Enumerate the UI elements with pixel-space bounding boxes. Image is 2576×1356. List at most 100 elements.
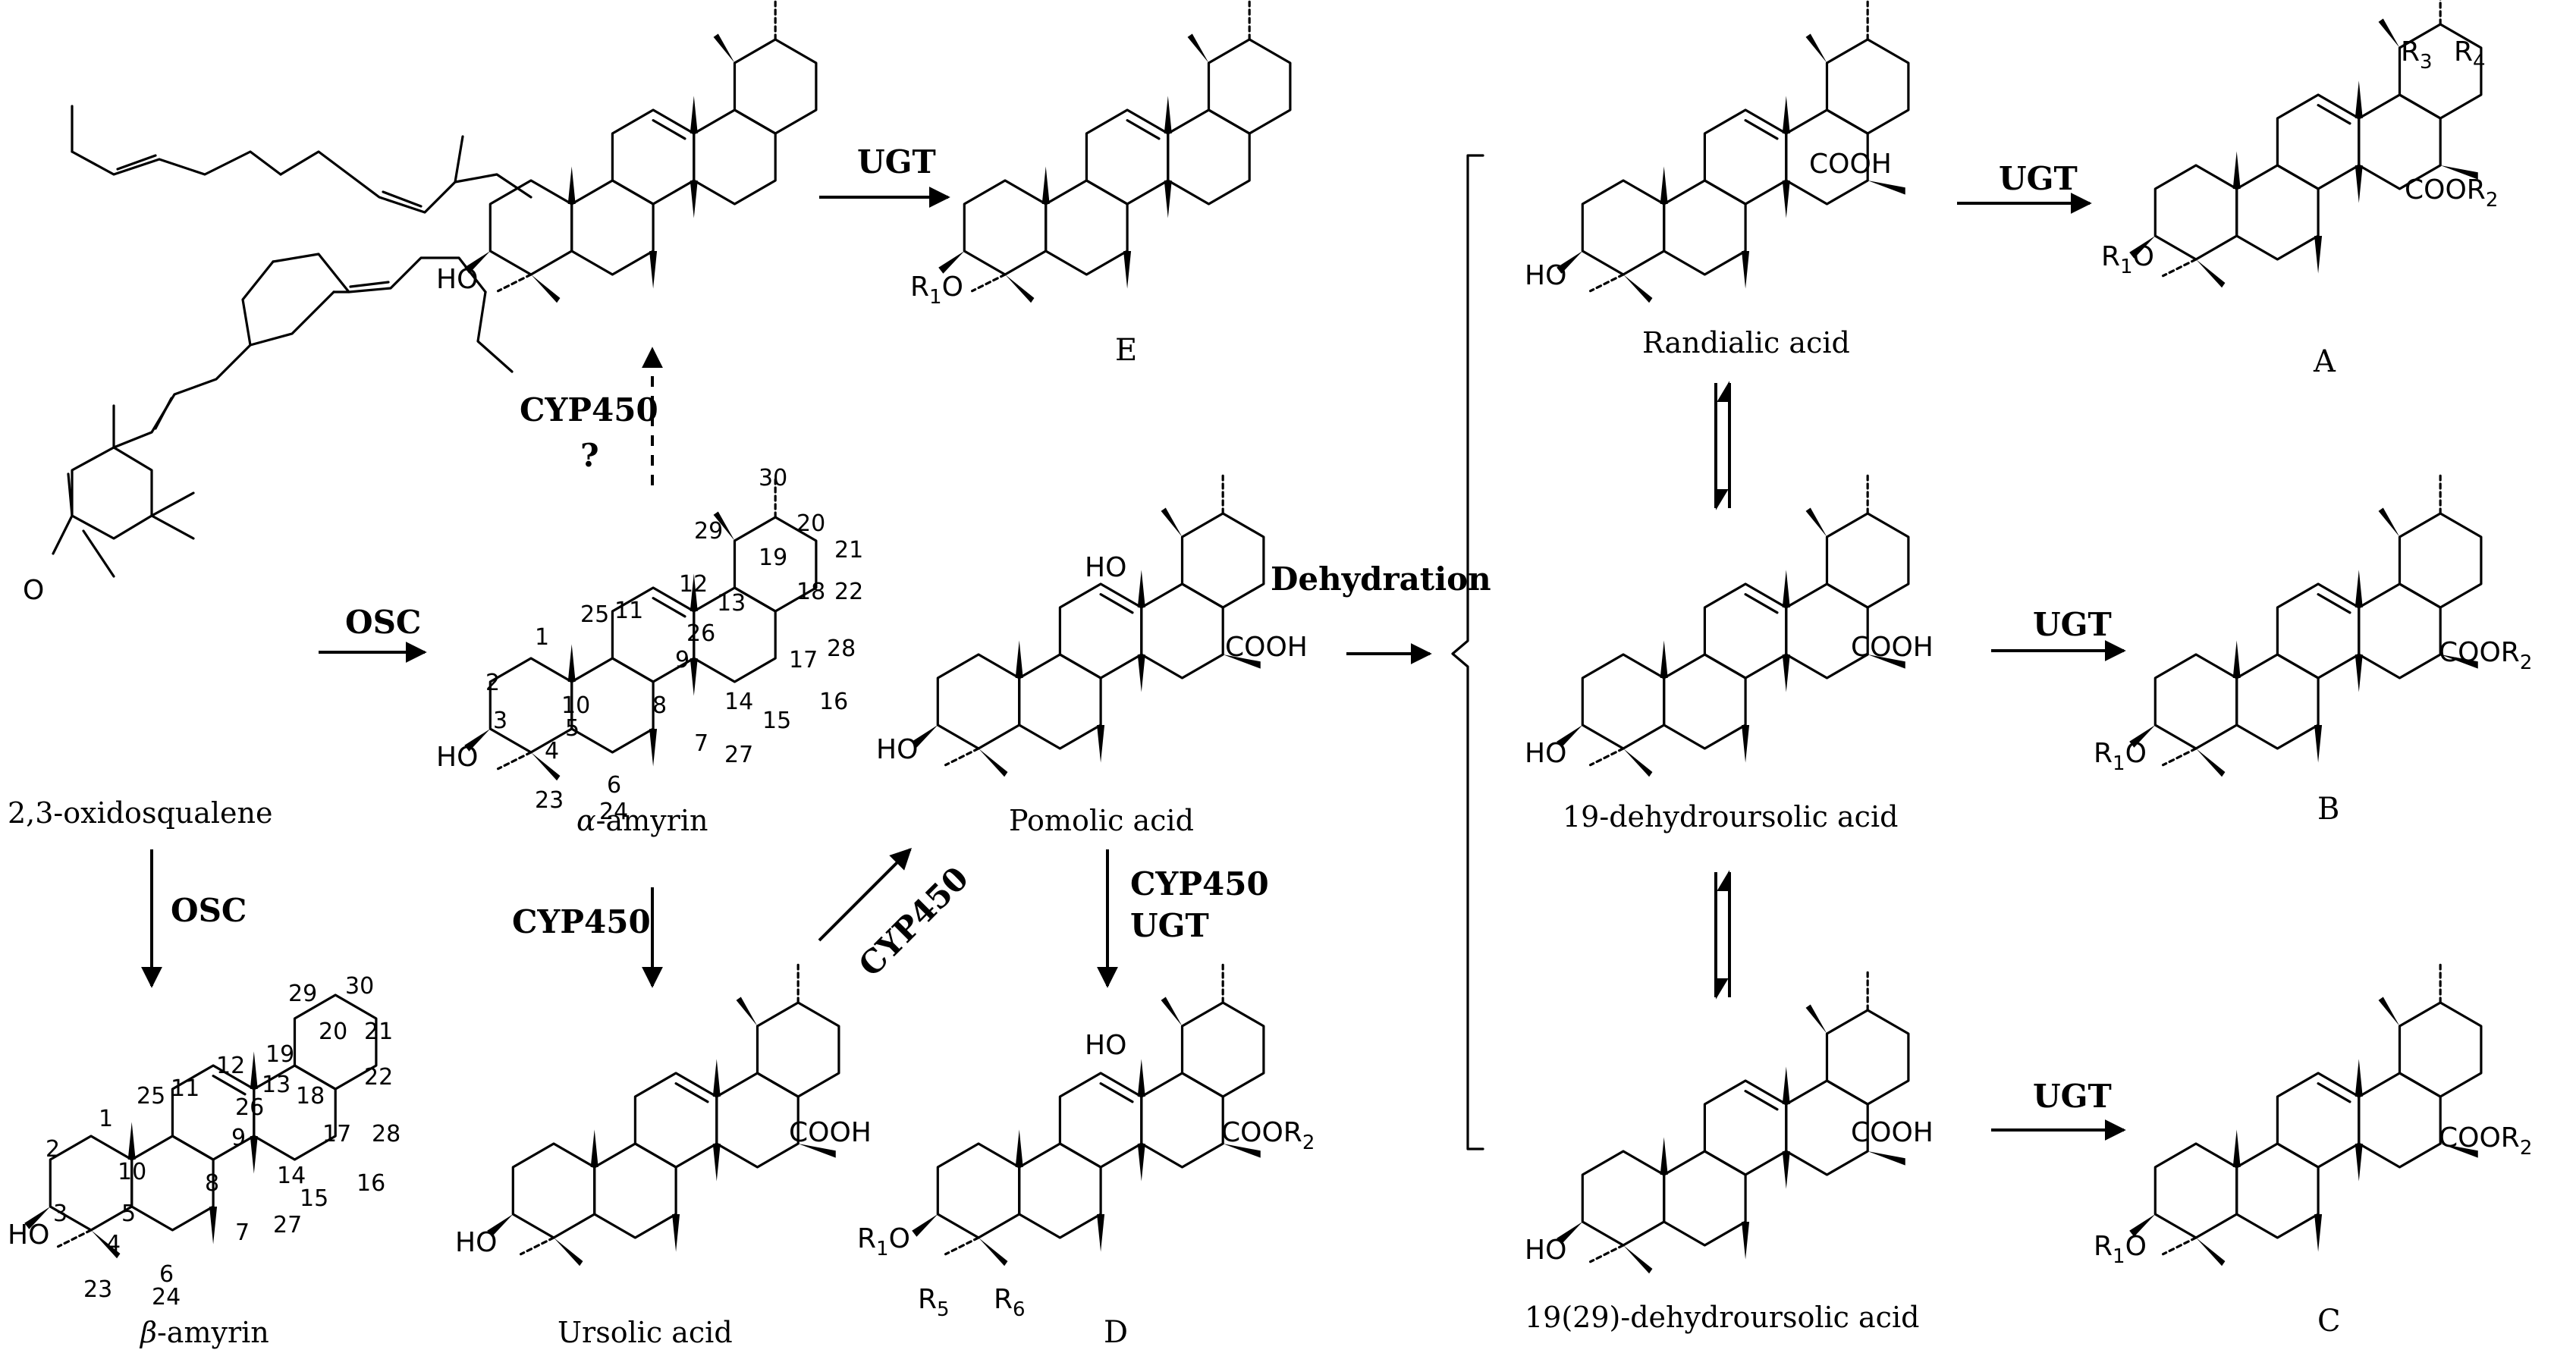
beta-nums-label-19: 19 — [265, 1041, 294, 1068]
compound-label-B: B — [2317, 792, 2339, 827]
dehydro1929-skeleton-oh-wedge — [1557, 1222, 1583, 1245]
pomolic-acid-skeleton-ring-D — [1140, 582, 1224, 680]
compound-D-skeleton-methyl — [1137, 1144, 1145, 1182]
compound-D-skeleton-carboxyl-wedge — [1223, 1144, 1261, 1158]
top-precursor-skeleton-methyl — [567, 166, 576, 204]
enzyme-cyp-d: CYP450 — [1130, 865, 1269, 902]
alpha-nums-label-5: 5 — [565, 715, 580, 742]
beta-nums-label-7: 7 — [235, 1219, 250, 1246]
compound-A-skeleton — [2129, 0, 2483, 288]
beta-amyrin-skeleton-methyl — [250, 1136, 258, 1174]
pomolic-acid-skeleton-ring-E — [1180, 512, 1265, 609]
alpha-amyrin-skeleton-double-bond — [652, 597, 686, 618]
compound-C-skeleton-ring-D — [2358, 1072, 2442, 1169]
alpha-amyrin-skeleton-methyl — [690, 658, 698, 696]
compound-B-skeleton-double-bond — [2317, 593, 2351, 614]
beta-nums-label-26: 26 — [235, 1094, 264, 1121]
compound-C-skeleton-oh-wedge — [2129, 1214, 2156, 1237]
beta-amyrin-skeleton — [24, 993, 378, 1259]
molecular-structures — [24, 0, 2483, 1274]
beta-amyrin-skeleton-methyl — [209, 1207, 218, 1245]
compound-label-C: C — [2317, 1304, 2341, 1339]
randialic-ho: HO — [1525, 260, 1566, 291]
dehydro19-skeleton-ring-D — [1785, 582, 1869, 680]
alpha-nums-label-16: 16 — [819, 689, 848, 715]
compound-E-skeleton-methyl — [1041, 166, 1050, 204]
compound-C-skeleton-carboxyl-wedge — [2440, 1144, 2478, 1158]
ursolic-acid-skeleton-methyl-29 — [736, 997, 758, 1026]
beta-nums-label-20: 20 — [319, 1019, 347, 1045]
alpha-nums-label-4: 4 — [545, 738, 559, 764]
enzyme-ugt-c: UGT — [2033, 1078, 2112, 1115]
compound-label-1929-dehydroursolic-acid: 19(29)-dehydroursolic acid — [1525, 1301, 1919, 1334]
dehydro19-skeleton-oh-wedge — [1557, 725, 1583, 748]
top-precursor-ho: HO — [436, 264, 478, 295]
pomolic-hydroxyl-19: HO — [1085, 552, 1126, 583]
randialic-acid-skeleton — [1557, 0, 1910, 303]
compound-D-skeleton-methyl-23 — [944, 1236, 980, 1256]
compound-E-skeleton — [938, 0, 1292, 303]
beta-nums-label-15: 15 — [300, 1185, 328, 1212]
beta-nums-label-5: 5 — [121, 1201, 136, 1227]
compound-C-skeleton-methyl — [2314, 1214, 2323, 1252]
compound-D-skeleton-double-bond — [1099, 1082, 1134, 1103]
pomolic-acid-skeleton-ring-B — [1018, 653, 1102, 750]
beta-nums-label-16: 16 — [357, 1170, 385, 1197]
compound-B-skeleton-methyl-24 — [2196, 749, 2226, 777]
dehydro19-skeleton-ring-A — [1581, 653, 1666, 750]
top-precursor-skeleton-oh-wedge — [464, 251, 491, 274]
alpha-nums-label-2: 2 — [485, 670, 500, 696]
pomolic-acid-skeleton-carboxyl-wedge — [1223, 654, 1261, 669]
compound-B-skeleton-methyl-29 — [2378, 507, 2400, 537]
compound-A-skeleton-methyl — [2232, 151, 2241, 189]
dehydro19-skeleton-ring-C — [1703, 582, 1788, 680]
alpha-nums-label-25: 25 — [580, 601, 609, 628]
compound-E-skeleton-oh-wedge — [938, 251, 965, 274]
alpha-nums-label-11: 11 — [614, 598, 643, 624]
dehydro1929-skeleton-ring-B — [1663, 1150, 1747, 1247]
d-coor2: COOR2 — [1221, 1117, 1315, 1154]
beta-nums-label-11: 11 — [171, 1075, 199, 1102]
dehydro1929-skeleton-ring-A — [1581, 1150, 1666, 1247]
compound-A-skeleton-ring-C — [2276, 93, 2361, 190]
top-precursor-skeleton-methyl — [690, 96, 698, 133]
ursolic-acid-skeleton-ring-A — [511, 1142, 596, 1239]
pomolic-acid-skeleton-methyl-24 — [979, 749, 1008, 777]
ursolic-acid-skeleton-ring-E — [756, 1001, 840, 1098]
compound-C-skeleton-methyl-23 — [2162, 1236, 2197, 1256]
compound-B-skeleton-ring-A — [2153, 653, 2238, 750]
compound-C-skeleton-methyl-29 — [2378, 997, 2400, 1026]
dehydro1929-skeleton-ring-E — [1825, 1009, 1910, 1106]
compound-label-D: D — [1104, 1315, 1128, 1350]
compound-D-skeleton-methyl — [1015, 1129, 1023, 1167]
alpha-nums-label-20: 20 — [796, 510, 825, 537]
beta-amyrin-skeleton-ring-E — [293, 993, 378, 1091]
randialic-acid-skeleton-methyl — [1782, 180, 1790, 218]
compound-B-skeleton-methyl — [2314, 725, 2323, 763]
alpha-amyrin-skeleton-methyl — [690, 573, 698, 611]
dehydro1929-skeleton-ring-C — [1703, 1079, 1788, 1176]
alpha-nums-label-21: 21 — [834, 537, 863, 563]
randialic-acid-skeleton-double-bond — [1744, 119, 1779, 140]
top-precursor-skeleton-methyl-24 — [531, 275, 561, 303]
beta-amyrin-skeleton-methyl — [127, 1122, 136, 1160]
beta-nums-label-8: 8 — [205, 1170, 219, 1197]
compound-label-pomolic-acid: Pomolic acid — [1009, 804, 1194, 837]
beta-nums-label-2: 2 — [46, 1136, 60, 1163]
compound-B-skeleton-ring-B — [2235, 653, 2320, 750]
beta-amyrin-skeleton-methyl — [250, 1051, 258, 1089]
randialic-acid-skeleton-ring-E — [1825, 38, 1910, 135]
ursolic-acid-skeleton-methyl — [712, 1059, 721, 1097]
e-r1o: R1O — [910, 272, 963, 309]
ursolic-acid-skeleton-double-bond — [674, 1082, 709, 1103]
randialic-acid-skeleton-methyl — [1660, 166, 1668, 204]
compound-label-alpha-amyrin: α-amyrin — [576, 804, 708, 837]
ursolic-acid-skeleton-methyl-23 — [519, 1236, 555, 1256]
compound-D-skeleton-ring-E — [1180, 1001, 1265, 1098]
compound-E-skeleton-methyl — [1164, 96, 1172, 133]
a-r1o: R1O — [2101, 241, 2154, 278]
alpha-nums-label-23: 23 — [535, 787, 564, 814]
compound-A-skeleton-ring-A — [2153, 164, 2238, 261]
randialic-acid-skeleton-ring-A — [1581, 179, 1666, 276]
